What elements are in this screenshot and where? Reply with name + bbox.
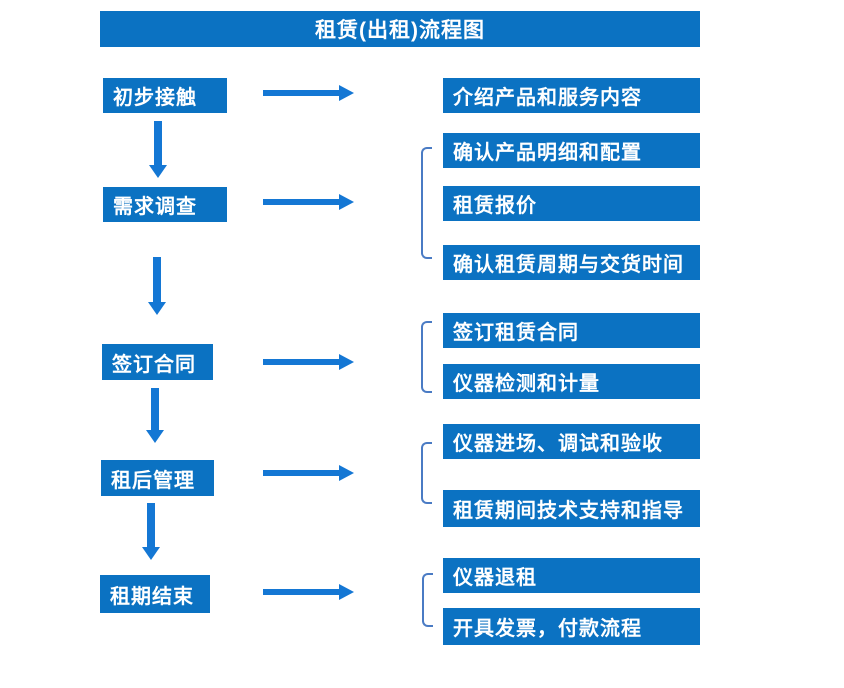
step-demand-survey: 需求调查 <box>103 187 227 222</box>
right-arrow-icon <box>263 85 354 101</box>
title-bar: 租赁(出租)流程图 <box>100 11 700 47</box>
arrow-head <box>142 547 160 560</box>
group-bracket <box>421 147 432 259</box>
step-label: 租期结束 <box>110 585 194 608</box>
detail-label: 仪器退租 <box>453 567 537 589</box>
detail-rental-quote: 租赁报价 <box>443 186 700 221</box>
arrow-shaft <box>263 589 339 595</box>
arrow-head <box>339 584 354 600</box>
arrow-shaft <box>263 470 339 476</box>
detail-label: 仪器检测和计量 <box>453 373 600 395</box>
right-arrow-icon <box>263 194 354 210</box>
detail-label: 仪器进场、调试和验收 <box>453 433 663 455</box>
step-rental-end: 租期结束 <box>100 575 210 613</box>
detail-instrument-return: 仪器退租 <box>443 558 700 593</box>
arrow-head <box>339 354 354 370</box>
down-arrow-icon <box>148 257 166 315</box>
step-label: 签订合同 <box>112 353 196 376</box>
arrow-head <box>339 85 354 101</box>
detail-label: 租赁期间技术支持和指导 <box>453 500 684 522</box>
arrow-shaft <box>263 199 339 205</box>
step-initial-contact: 初步接触 <box>103 78 227 113</box>
step-sign-contract: 签订合同 <box>102 344 213 380</box>
arrow-head <box>148 302 166 315</box>
right-arrow-icon <box>263 465 354 481</box>
arrow-head <box>339 465 354 481</box>
detail-label: 确认租赁周期与交货时间 <box>453 254 684 276</box>
detail-confirm-rental-period-delivery: 确认租赁周期与交货时间 <box>443 245 700 280</box>
group-bracket <box>422 573 433 627</box>
arrow-shaft <box>151 388 159 432</box>
step-post-rental-management: 租后管理 <box>101 460 214 496</box>
detail-technical-support-guidance: 租赁期间技术支持和指导 <box>443 490 700 527</box>
down-arrow-icon <box>149 121 167 178</box>
detail-introduce-products-services: 介绍产品和服务内容 <box>443 78 700 113</box>
detail-label: 开具发票，付款流程 <box>453 618 642 640</box>
group-bracket <box>421 442 432 504</box>
arrow-shaft <box>263 359 339 365</box>
arrow-head <box>149 165 167 178</box>
detail-label: 租赁报价 <box>453 195 537 217</box>
down-arrow-icon <box>146 388 164 443</box>
group-bracket <box>421 321 432 393</box>
step-label: 需求调查 <box>113 196 197 218</box>
arrow-shaft <box>263 90 339 96</box>
right-arrow-icon <box>263 354 354 370</box>
arrow-head <box>339 194 354 210</box>
detail-label: 签订租赁合同 <box>453 322 579 344</box>
arrow-shaft <box>153 257 161 304</box>
step-label: 租后管理 <box>111 469 195 492</box>
detail-instrument-testing-metering: 仪器检测和计量 <box>443 364 700 399</box>
arrow-head <box>146 430 164 443</box>
step-label: 初步接触 <box>113 87 197 109</box>
detail-invoice-payment-process: 开具发票，付款流程 <box>443 608 700 645</box>
right-arrow-icon <box>263 584 354 600</box>
down-arrow-icon <box>142 503 160 560</box>
detail-sign-rental-contract: 签订租赁合同 <box>443 313 700 348</box>
arrow-shaft <box>147 503 155 549</box>
detail-label: 介绍产品和服务内容 <box>453 87 642 109</box>
detail-label: 确认产品明细和配置 <box>453 142 642 164</box>
detail-confirm-product-details-config: 确认产品明细和配置 <box>443 133 700 168</box>
arrow-shaft <box>154 121 162 167</box>
page-title: 租赁(出租)流程图 <box>315 19 485 42</box>
detail-instrument-setup-acceptance: 仪器进场、调试和验收 <box>443 424 700 459</box>
